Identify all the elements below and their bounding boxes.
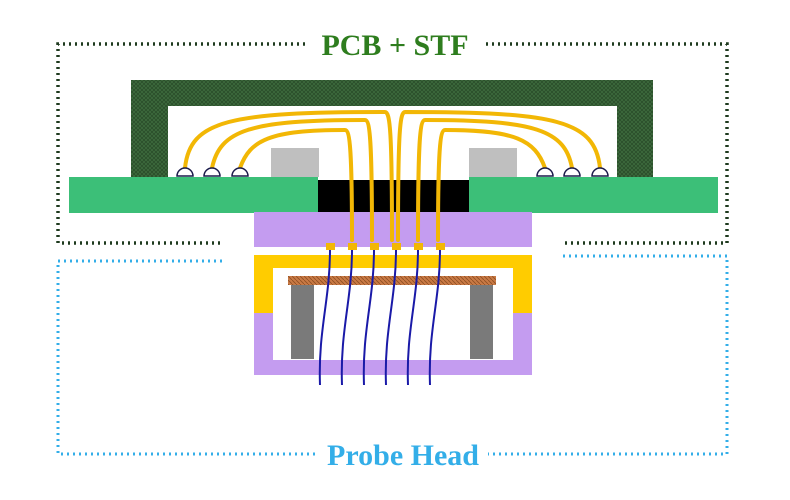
pcb-stf-label: PCB + STF [321, 29, 468, 62]
probe-head-body [254, 255, 532, 375]
pcb-pad-left [271, 148, 319, 177]
contact-pins [326, 243, 445, 250]
bonding-wires [183, 109, 602, 242]
probe-head-label: Probe Head [327, 439, 479, 472]
guide-film [288, 276, 496, 285]
probe-needles [318, 249, 441, 386]
spacer-block-right [470, 283, 493, 359]
pcb-board-left [69, 177, 318, 213]
probe-head-outline [56, 254, 729, 456]
pcb-board-right [469, 177, 718, 213]
pcb-pad-right [469, 148, 517, 177]
spacer-block-left [291, 283, 314, 359]
bond-balls [176, 167, 609, 177]
stiffener-frame [131, 80, 653, 177]
pcb-stf-outline [56, 42, 729, 245]
